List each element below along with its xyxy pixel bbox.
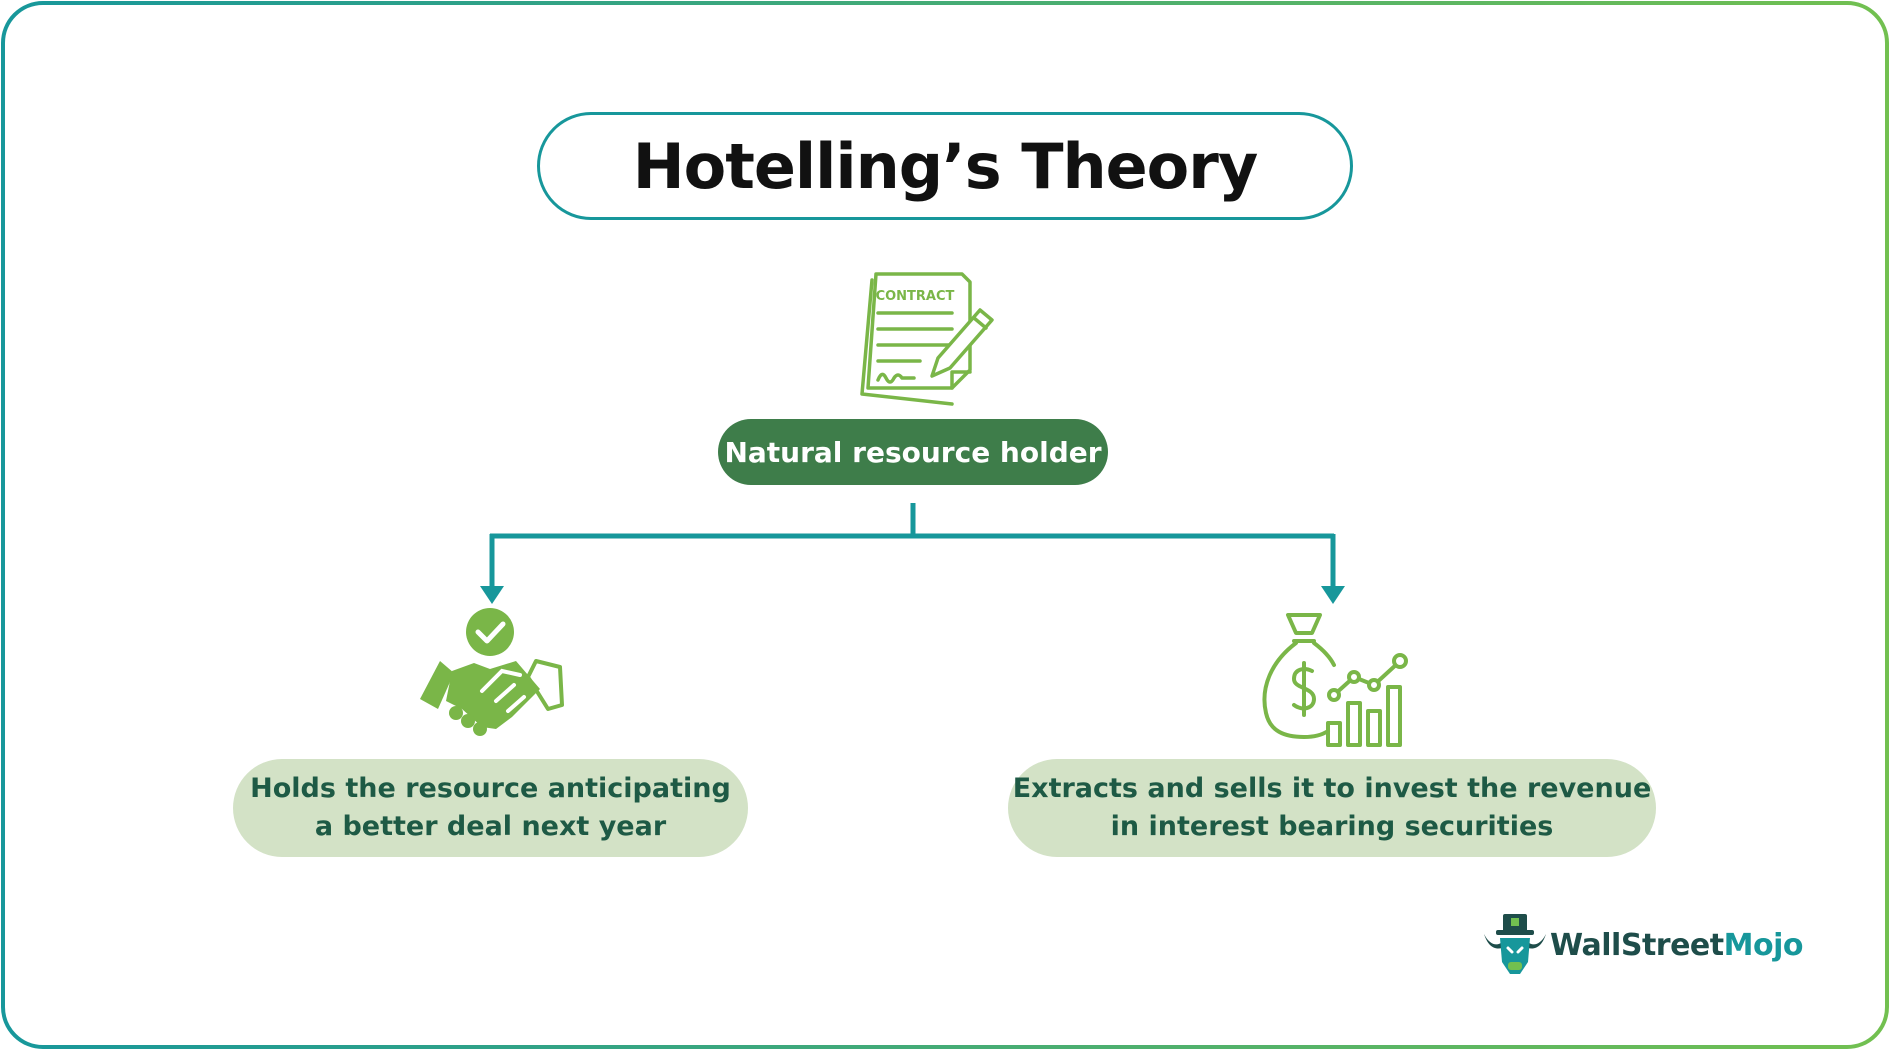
contract-icon: CONTRACT [860, 272, 994, 406]
branch-node-extract: Extracts and sells it to invest the reve… [1008, 759, 1656, 857]
handshake-icon [420, 608, 564, 736]
brand-name: WallStreetMojo [1550, 928, 1803, 963]
branch-node-hold: Holds the resource anticipating a better… [233, 759, 748, 857]
bull-mascot-icon [1484, 914, 1546, 974]
arrow-right-icon [1321, 586, 1345, 604]
diagram-title: Hotelling’s Theory [632, 129, 1259, 203]
root-node-label: Natural resource holder [724, 435, 1102, 469]
brand-logo: WallStreetMojo [1480, 910, 1810, 980]
branch-hold-line2: a better deal next year [314, 811, 667, 842]
brand-name-part1: WallStreet [1550, 927, 1724, 963]
title-pill: Hotelling’s Theory [537, 112, 1353, 220]
branch-extract-line1: Extracts and sells it to invest the reve… [1012, 773, 1652, 804]
money-bag-growth-icon [1262, 613, 1408, 747]
branch-hold-line1: Holds the resource anticipating [250, 773, 731, 804]
brand-name-part2: Mojo [1723, 927, 1804, 963]
branch-extract-line2: in interest bearing securities [1110, 811, 1554, 842]
root-node: Natural resource holder [718, 419, 1108, 485]
arrow-left-icon [480, 586, 504, 604]
contract-icon-label: CONTRACT [876, 289, 955, 304]
